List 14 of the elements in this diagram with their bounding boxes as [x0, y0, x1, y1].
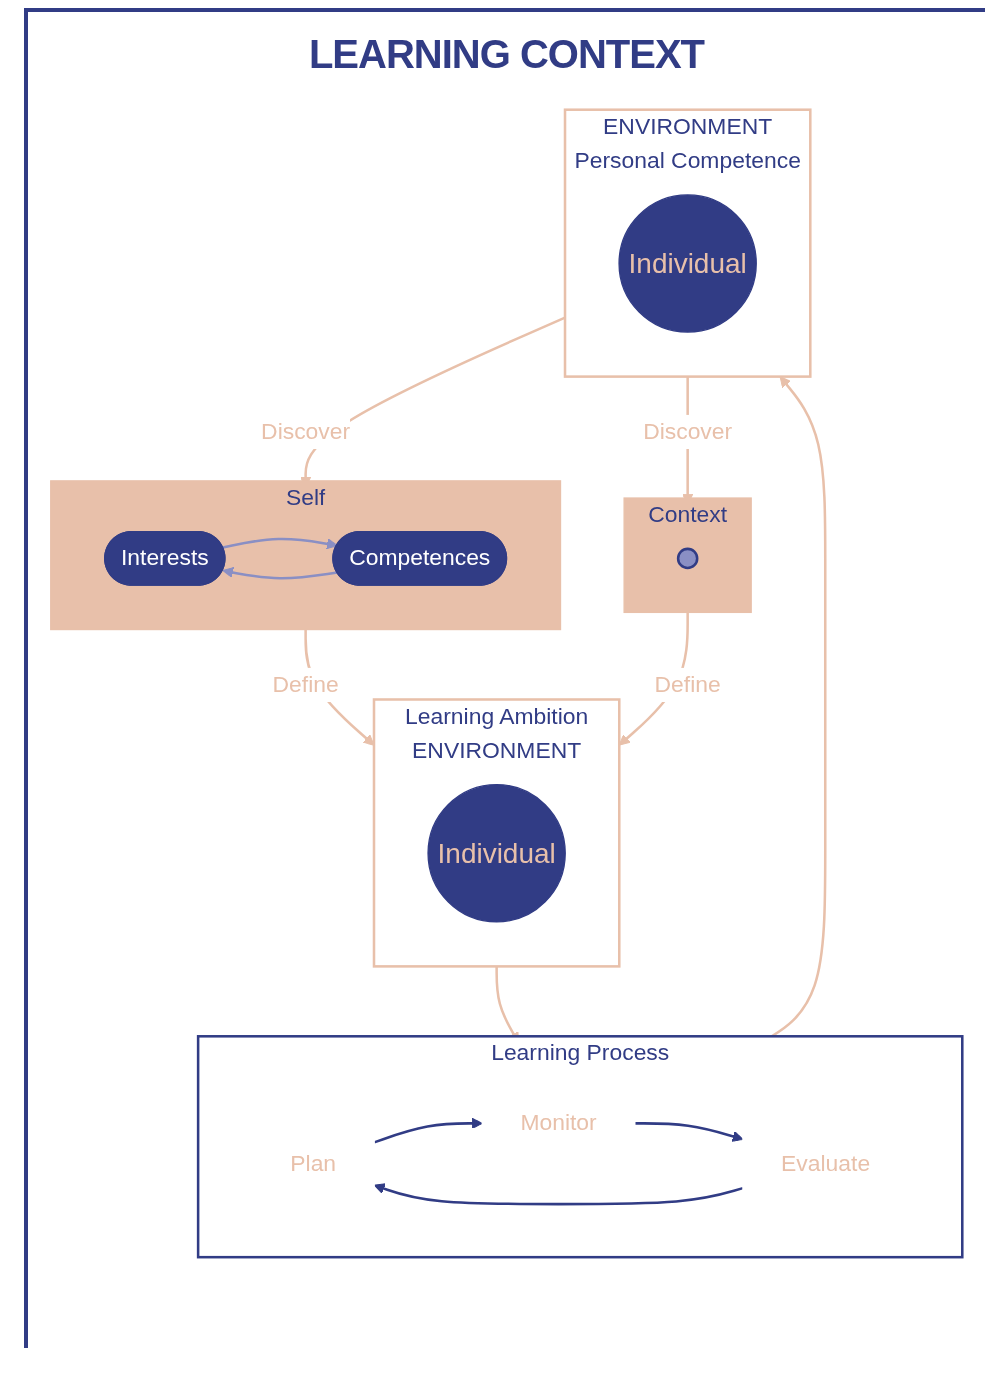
- arrow: [222, 566, 338, 580]
- edge-label: Discover: [643, 418, 733, 444]
- node-text: Evaluate: [781, 1150, 871, 1176]
- cluster: Context: [623, 497, 752, 614]
- node-circle: [676, 547, 699, 570]
- node-circle: Individual: [618, 194, 757, 333]
- node-text: Monitor: [520, 1110, 597, 1136]
- diagram-title: LEARNING CONTEXT: [307, 32, 706, 77]
- node-circle: Individual: [427, 784, 566, 923]
- edge-label: Define: [272, 671, 339, 697]
- edge-label: Discover: [261, 418, 351, 444]
- edge-label: Define: [654, 671, 721, 697]
- arrow: [222, 537, 338, 550]
- node-text: Plan: [290, 1150, 337, 1176]
